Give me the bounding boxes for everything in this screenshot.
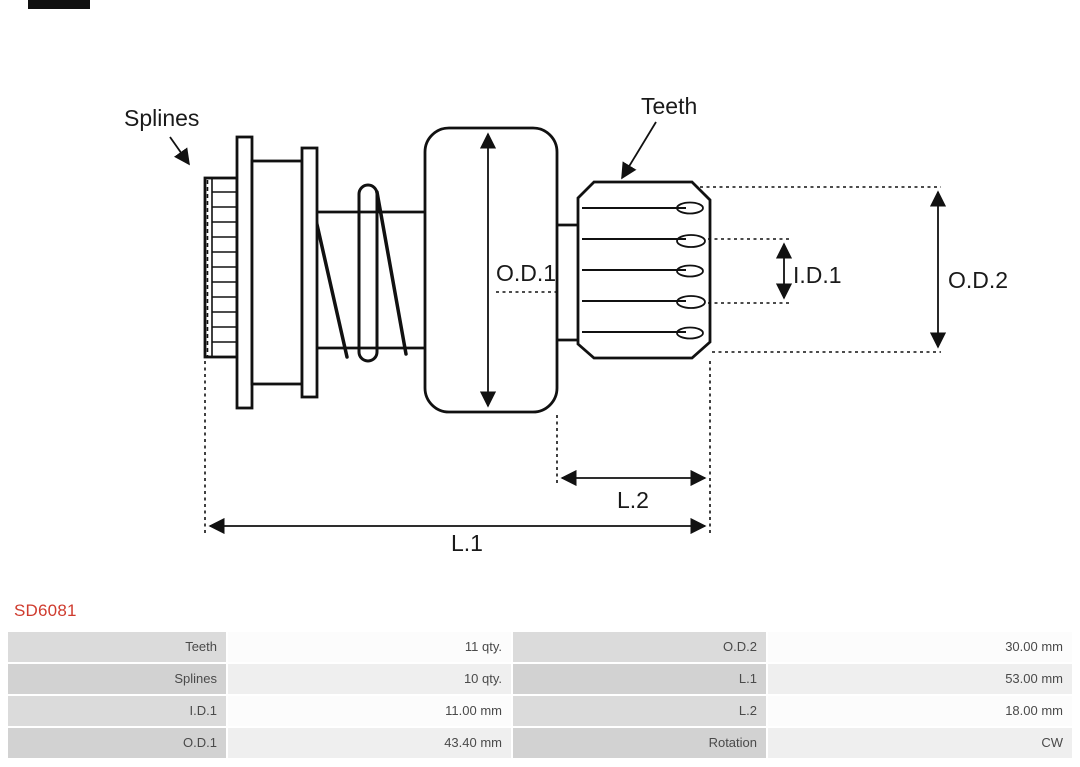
part-number: SD6081 [14, 601, 77, 620]
spec-label-l2: L.2 [513, 696, 766, 726]
spec-value-rotation: CW [768, 728, 1072, 758]
spec-value-id1: 11.00 mm [228, 696, 511, 726]
dim-od2: O.D.2 [700, 186, 1008, 353]
splines-label: Splines [124, 105, 199, 131]
spec-value-od2: 30.00 mm [768, 632, 1072, 662]
splines-arrow [169, 136, 190, 166]
l1-label: L.1 [451, 530, 483, 556]
teeth-arrow [621, 121, 657, 180]
splined-shaft [203, 176, 239, 359]
retainer-collar [235, 135, 319, 410]
spec-label-id1: I.D.1 [8, 696, 226, 726]
l2-label: L.2 [617, 487, 649, 513]
spec-value-l2: 18.00 mm [768, 696, 1072, 726]
spec-value-l1: 53.00 mm [768, 664, 1072, 694]
pinion-neck [557, 223, 578, 342]
id1-label: I.D.1 [793, 262, 842, 288]
spec-value-teeth: 11 qty. [228, 632, 511, 662]
spec-label-od2: O.D.2 [513, 632, 766, 662]
teeth-callout: Teeth [621, 93, 697, 180]
pinion-gear [576, 180, 712, 360]
teeth-label: Teeth [641, 93, 697, 119]
dim-l1: L.1 [204, 361, 707, 556]
logo-fragment [28, 0, 90, 9]
splines-callout: Splines [124, 105, 199, 166]
od2-label: O.D.2 [948, 267, 1008, 293]
dim-l2: L.2 [556, 361, 711, 533]
od1-label: O.D.1 [496, 260, 556, 286]
spec-label-teeth: Teeth [8, 632, 226, 662]
spec-value-splines: 10 qty. [228, 664, 511, 694]
technical-diagram: Splines Teeth [124, 93, 1008, 556]
spec-label-od1: O.D.1 [8, 728, 226, 758]
dim-id1: I.D.1 [708, 238, 842, 304]
shaft [310, 210, 428, 350]
spec-label-rotation: Rotation [513, 728, 766, 758]
clutch-housing: O.D.1 [423, 126, 559, 414]
spec-table: Teeth 11 qty. O.D.2 30.00 mm Splines 10 … [8, 632, 1072, 758]
spec-value-od1: 43.40 mm [228, 728, 511, 758]
spec-label-splines: Splines [8, 664, 226, 694]
spec-label-l1: L.1 [513, 664, 766, 694]
